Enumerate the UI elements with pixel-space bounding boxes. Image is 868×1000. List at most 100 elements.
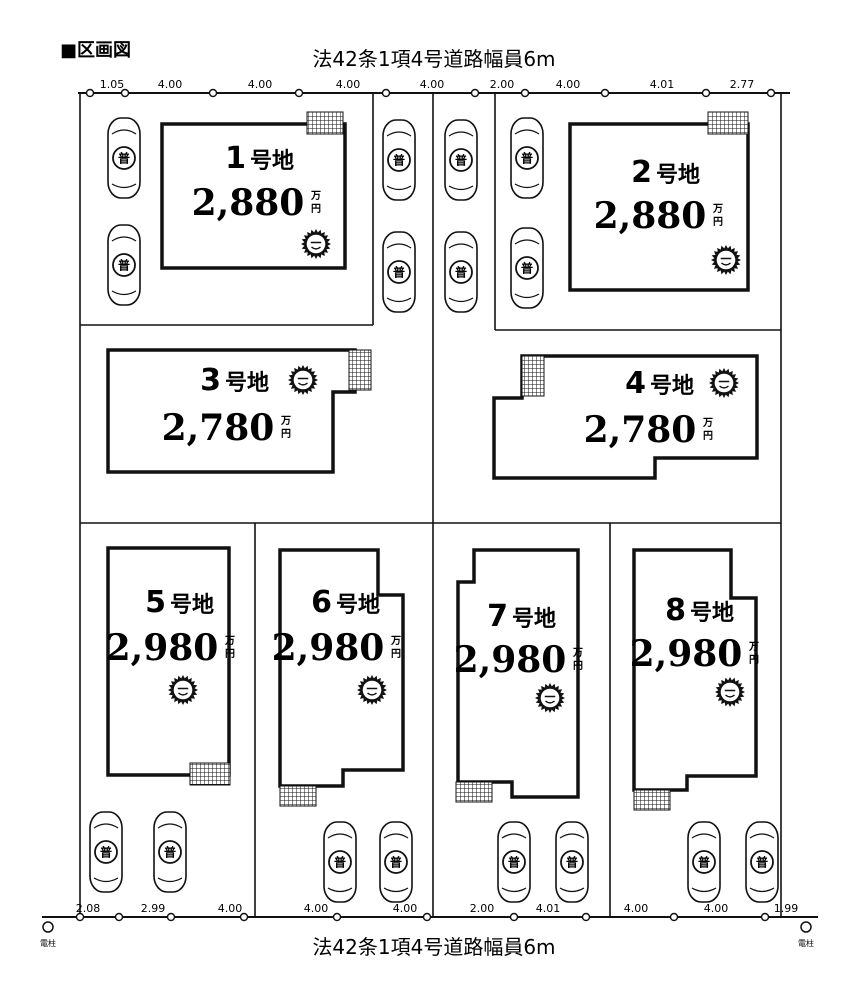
survey-point [332,912,342,922]
lot-price: 2,780 [162,407,275,449]
lot-price: 2,780 [584,409,697,451]
hatch-5 [189,762,231,786]
stamp-icon [288,365,318,395]
stamp-icon [168,675,198,705]
parking-car: 普 [745,821,779,903]
lot-number: 4 [625,366,646,401]
dimension-label: 2.00 [470,902,495,915]
dimension-label: 2.08 [76,902,101,915]
lot-suffix: 号地 [225,371,269,396]
parking-car: 普 [89,811,123,893]
dimension-label: 4.01 [536,902,561,915]
survey-point [120,88,130,98]
survey-point [381,88,391,98]
survey-point [75,912,85,922]
price-unit-man: 万 [310,190,321,202]
parking-car: 普 [444,231,478,313]
car-label: 普 [334,855,346,870]
dimension-label: 4.00 [420,78,445,91]
car-label: 普 [508,855,520,870]
price-unit-man: 万 [702,417,713,429]
hatched-blocks [189,111,749,811]
lot-suffix: 号地 [650,374,694,399]
parking-car: 普 [444,119,478,201]
survey-point [600,88,610,98]
survey-point [520,88,530,98]
lot-number: 1 [225,141,246,176]
svg-text:電柱: 電柱 [40,938,56,948]
survey-point [294,88,304,98]
survey-point [669,912,679,922]
survey-point [208,88,218,98]
price-unit-yen: 円 [225,648,235,660]
lot-number: 7 [487,599,508,634]
car-label: 普 [455,265,467,280]
bottom-road-label: 法42条1項4号道路幅員6m [312,935,555,959]
dimension-label: 2.77 [730,78,755,91]
car-label: 普 [118,151,130,166]
stamp-icon [535,683,565,713]
car-label: 普 [393,153,405,168]
price-unit-yen: 円 [281,428,291,440]
car-label: 普 [100,845,112,860]
price-unit-man: 万 [280,415,291,427]
lot-number: 5 [145,585,166,620]
parking-car: 普 [555,821,589,903]
lot-price: 2,980 [454,639,567,681]
car-label: 普 [164,845,176,860]
dimension-label: 1.05 [100,78,125,91]
stamp-icon [357,675,387,705]
parking-car: 普 [510,117,544,199]
building-2 [568,122,750,292]
price-unit-man: 万 [390,635,401,647]
dimension-label: 4.00 [704,902,729,915]
dimension-label: 4.00 [218,902,243,915]
car-label: 普 [521,261,533,276]
lot-price: 2,980 [106,627,219,669]
parking-car: 普 [687,821,721,903]
survey-point [760,912,770,922]
hatch-3 [348,349,372,391]
survey-points [75,88,776,922]
survey-point [701,88,711,98]
lot-price: 2,880 [594,195,707,237]
lot-number: 8 [665,593,686,628]
lot-suffix: 号地 [250,149,294,174]
lot-number: 3 [200,363,221,398]
lot-price: 2,980 [630,633,743,675]
survey-point [114,912,124,922]
dimension-label: 2.99 [141,902,166,915]
survey-point [239,912,249,922]
hatch-4 [521,355,545,397]
car-label: 普 [566,855,578,870]
price-unit-yen: 円 [311,203,321,215]
dimension-label: 4.00 [556,78,581,91]
price-unit-yen: 円 [703,430,713,442]
building-1 [160,122,347,270]
price-unit-yen: 円 [391,648,401,660]
car-label: 普 [118,258,130,273]
svg-text:電柱: 電柱 [798,938,814,948]
parking-car: 普 [510,227,544,309]
utility-pole-left: 電柱 [40,921,56,948]
parking-car: 普 [382,119,416,201]
utility-pole-right: 電柱 [798,921,814,948]
parking-car: 普 [497,821,531,903]
hatch-2 [707,111,749,135]
car-label: 普 [698,855,710,870]
hatch-8 [633,789,671,811]
price-unit-man: 万 [712,203,723,215]
car-label: 普 [455,153,467,168]
lot-suffix: 号地 [170,593,214,618]
car-label: 普 [390,855,402,870]
parking-car: 普 [382,231,416,313]
hatch-6 [279,785,317,807]
